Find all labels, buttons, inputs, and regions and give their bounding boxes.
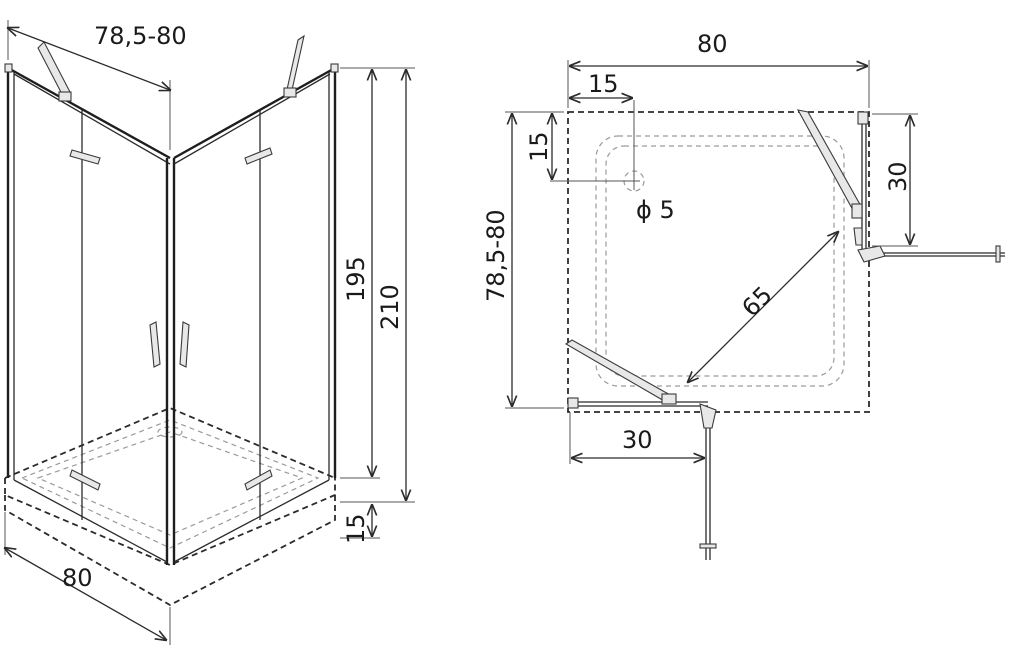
dim-tray-height: 15	[342, 513, 370, 544]
plan-dimension-lines	[505, 60, 918, 464]
dim-drain-offset-x: 15	[588, 70, 619, 98]
dim-drain-diameter: ϕ 5	[636, 196, 675, 224]
hinges	[69, 147, 273, 491]
dim-hinge-bottom: 30	[622, 426, 653, 454]
dim-panel-height: 195	[342, 256, 370, 302]
dim-diagonal: 65	[736, 281, 777, 322]
dim-drain-offset-y: 15	[525, 131, 553, 162]
door-handles	[149, 321, 190, 368]
shower-tray	[4, 407, 336, 607]
isometric-view: 78,5-80 195 210 15 80	[5, 20, 415, 645]
glass-panels	[4, 63, 339, 565]
dim-width-top-3d: 78,5-80	[94, 22, 187, 50]
dim-hinge-right: 30	[884, 161, 912, 192]
dim-width-bottom-3d: 80	[62, 564, 93, 592]
tray-outline	[567, 111, 870, 413]
plan-stabilizers	[564, 109, 863, 405]
dim-plan-depth: 78,5-80	[482, 209, 510, 302]
dim-total-height: 210	[376, 284, 404, 330]
left-dimension-lines	[5, 20, 415, 645]
plan-view: 80 15 15 ϕ 5 78,5-80 30 65 30	[482, 30, 1005, 560]
dim-plan-width: 80	[697, 30, 728, 58]
